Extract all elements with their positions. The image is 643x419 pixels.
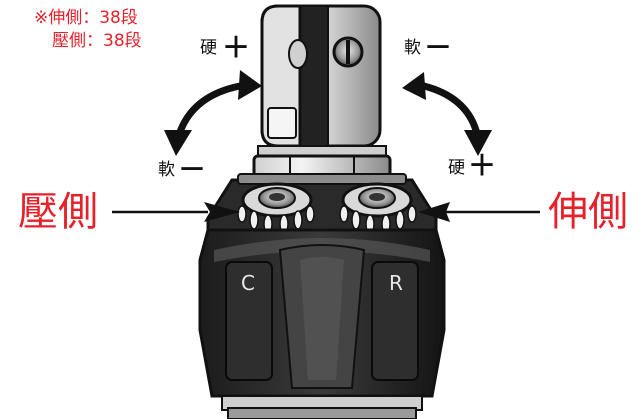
damper-body (198, 228, 446, 419)
top-left-hard-label: 硬 (200, 38, 217, 58)
top-right-soft-label: 軟 (404, 38, 421, 58)
rebound-pointer-arrow (418, 202, 540, 222)
minus-icon: － (178, 153, 207, 186)
compression-pointer-arrow (112, 202, 240, 222)
plus-icon: ＋ (468, 149, 497, 182)
reservoir-head (206, 173, 438, 234)
note-compression-steps: 壓側：38段 (52, 31, 142, 51)
bottom-right-hard-label: 硬 (448, 158, 465, 178)
left-rotation-arrow (164, 70, 262, 156)
bottom-left-soft-label: 軟 (158, 160, 175, 180)
note-rebound-steps: ※伸側：38段 (34, 8, 138, 28)
c-mark: C (241, 271, 255, 295)
right-rotation-arrow (402, 72, 492, 156)
minus-icon: － (424, 31, 453, 64)
top-eyelet (260, 4, 382, 148)
plus-icon: ＋ (222, 31, 251, 64)
compression-side-label: 壓側 (18, 189, 98, 235)
r-mark: R (389, 271, 403, 295)
rebound-side-label: 伸側 (548, 189, 628, 235)
